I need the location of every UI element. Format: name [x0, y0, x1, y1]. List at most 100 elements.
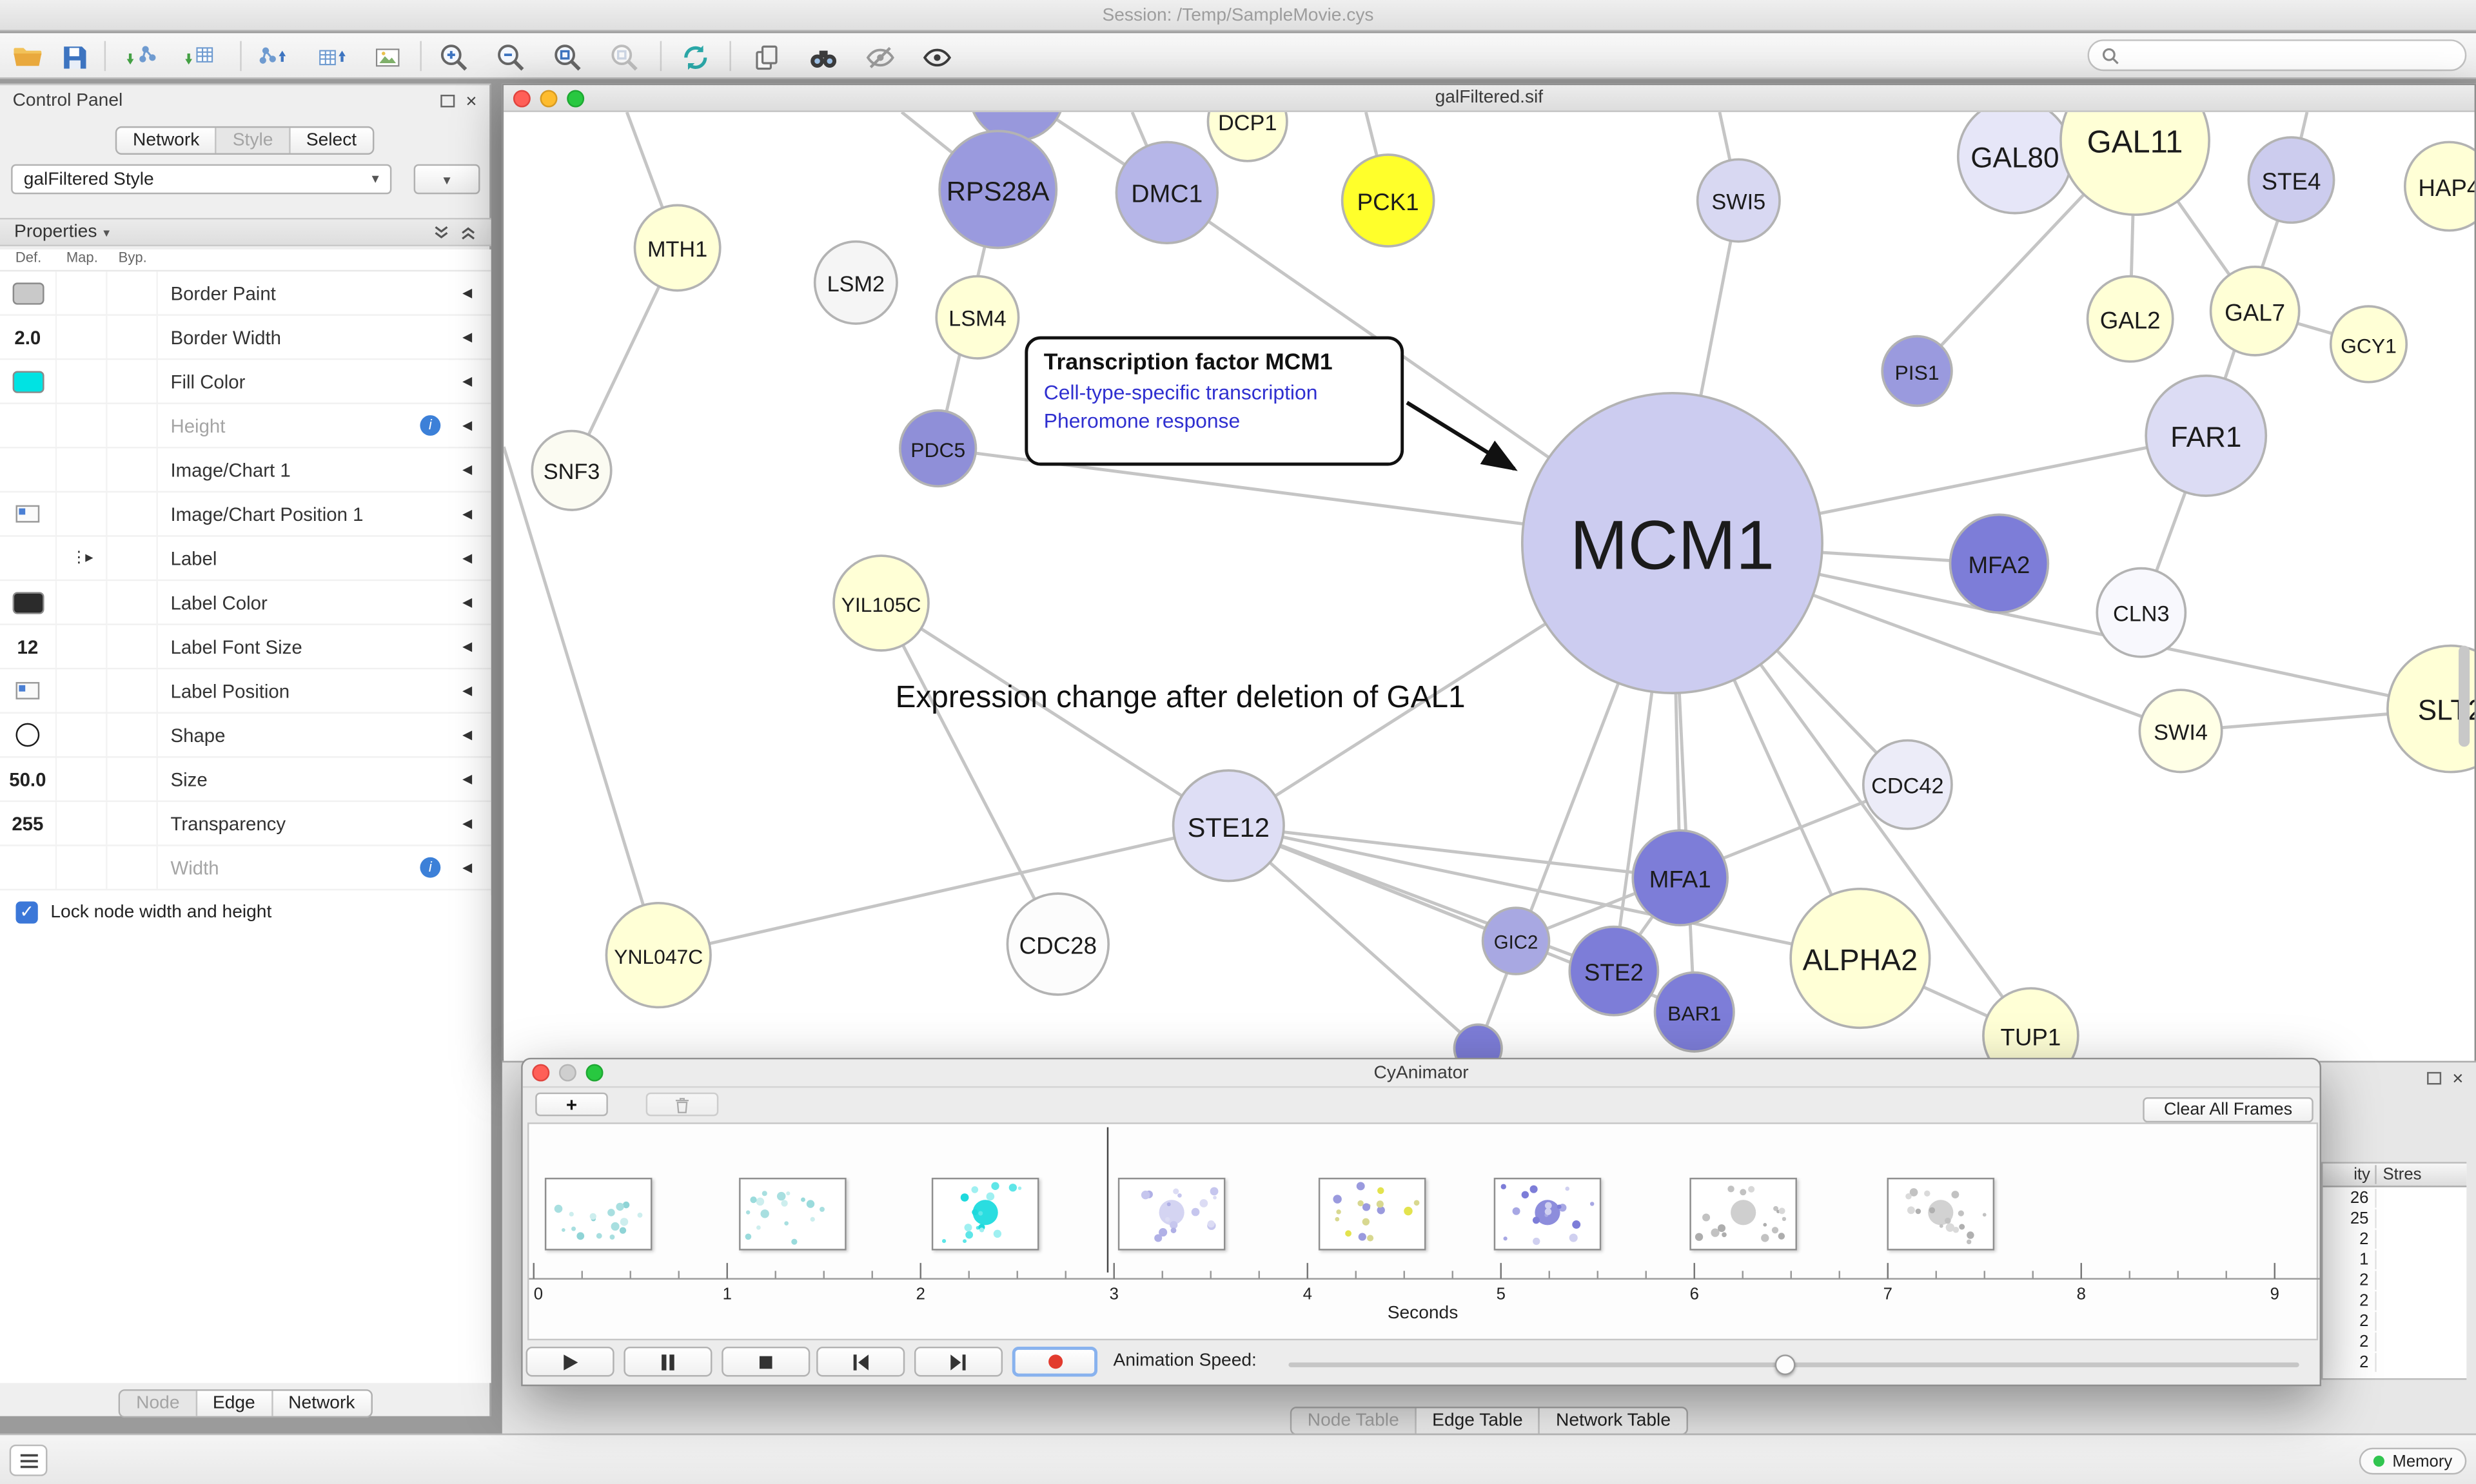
panel-tab-edge[interactable]: Edge	[197, 1391, 273, 1416]
style-dropdown[interactable]: galFiltered Style ▾	[11, 164, 392, 195]
network-node-LSM4[interactable]: LSM4	[935, 275, 1020, 360]
lock-checkbox[interactable]: ✓	[15, 901, 38, 924]
table-tab-network-table[interactable]: Network Table	[1556, 1411, 1671, 1430]
search-input[interactable]	[2127, 46, 2453, 65]
zoom-window-icon[interactable]	[567, 89, 585, 107]
zoom-selected-button[interactable]	[604, 36, 645, 77]
property-row-border-paint[interactable]: Border Paint◀	[0, 271, 491, 316]
export-image-button[interactable]	[366, 36, 408, 77]
expand-row-icon[interactable]: ◀	[462, 772, 473, 786]
zoom-window-icon[interactable]	[585, 1064, 604, 1082]
network-node-GAL11[interactable]: GAL11	[2059, 112, 2210, 216]
property-row-label-position[interactable]: Label Position◀	[0, 669, 491, 714]
next-frame-button[interactable]	[914, 1346, 1003, 1377]
network-node-GIC2[interactable]: GIC2	[1481, 906, 1551, 975]
color-swatch[interactable]	[12, 282, 44, 304]
network-node-MCM1[interactable]: MCM1	[1520, 391, 1823, 694]
table-row[interactable]: 2	[2323, 1351, 2466, 1372]
stop-button[interactable]	[722, 1346, 811, 1377]
expand-row-icon[interactable]: ◀	[462, 286, 473, 300]
expand-row-icon[interactable]: ◀	[462, 462, 473, 477]
info-icon[interactable]: i	[420, 857, 441, 878]
network-node-GAL80[interactable]: GAL80	[1956, 112, 2073, 215]
table-row[interactable]: 26	[2323, 1187, 2466, 1208]
slider-knob[interactable]	[1774, 1354, 1795, 1376]
network-node-SNF3[interactable]: SNF3	[531, 429, 613, 511]
float-table-panel-icon[interactable]	[2427, 1071, 2442, 1085]
network-edge[interactable]	[1228, 824, 1680, 880]
export-table-button[interactable]	[311, 36, 352, 77]
property-row-image-chart-position-1[interactable]: Image/Chart Position 1◀	[0, 493, 491, 537]
import-network-button[interactable]	[120, 36, 161, 77]
network-node-GAL2[interactable]: GAL2	[2086, 275, 2174, 363]
network-node-MTH1[interactable]: MTH1	[633, 204, 722, 292]
position-icon[interactable]	[15, 681, 40, 699]
close-panel-icon[interactable]: ×	[466, 90, 477, 112]
table-row[interactable]: 2	[2323, 1228, 2466, 1249]
minimize-window-icon[interactable]	[558, 1064, 576, 1082]
property-row-fill-color[interactable]: Fill Color◀	[0, 360, 491, 404]
close-window-icon[interactable]	[513, 89, 531, 107]
table-row[interactable]: 1	[2323, 1249, 2466, 1269]
zoom-out-button[interactable]	[489, 36, 531, 77]
network-node-LSM2[interactable]: LSM2	[813, 240, 898, 325]
network-node-GAL7[interactable]: GAL7	[2209, 266, 2301, 356]
network-node-SWI5[interactable]: SWI5	[1696, 158, 1781, 243]
network-node-RPS28A[interactable]: RPS28A	[938, 130, 1058, 249]
expand-row-icon[interactable]: ◀	[462, 727, 473, 743]
ellipse-shape-icon[interactable]	[15, 723, 40, 747]
clear-all-frames-button[interactable]: Clear All Frames	[2143, 1097, 2314, 1123]
network-edge[interactable]	[504, 446, 660, 956]
position-icon[interactable]	[15, 505, 40, 523]
network-node-TUP1[interactable]: TUP1	[1982, 987, 2079, 1061]
expand-row-icon[interactable]: ◀	[462, 329, 473, 344]
hide-selected-button[interactable]	[859, 36, 900, 77]
network-node-PIS1[interactable]: PIS1	[1881, 335, 1953, 407]
network-edge[interactable]	[879, 602, 1059, 945]
import-table-button[interactable]	[179, 36, 220, 77]
expand-all-icon[interactable]	[460, 224, 477, 241]
zoom-fit-button[interactable]	[546, 36, 587, 77]
close-table-panel-icon[interactable]: ×	[2452, 1067, 2464, 1089]
add-frame-button[interactable]: +	[535, 1092, 608, 1117]
pause-button[interactable]	[624, 1346, 712, 1377]
apply-layout-button[interactable]	[674, 36, 716, 77]
annotation-box[interactable]: Transcription factor MCM1 Cell-type-spec…	[1025, 336, 1404, 466]
vertical-scrollbar[interactable]	[2459, 645, 2470, 747]
network-node-DMC1[interactable]: DMC1	[1115, 141, 1219, 244]
show-all-button[interactable]	[916, 36, 957, 77]
network-edge[interactable]	[1228, 824, 1861, 960]
network-node-CDC28[interactable]: CDC28	[1006, 892, 1110, 996]
network-node-YNL047C[interactable]: YNL047C	[605, 901, 712, 1009]
info-icon[interactable]: i	[420, 415, 441, 436]
previous-frame-button[interactable]	[816, 1346, 905, 1377]
network-node-PDC5[interactable]: PDC5	[899, 409, 978, 488]
property-row-label-color[interactable]: Label Color◀	[0, 581, 491, 625]
tab-network[interactable]: Network	[117, 128, 217, 153]
collapse-all-icon[interactable]	[433, 224, 450, 241]
frame-thumbnail-4[interactable]	[1117, 1177, 1226, 1251]
panel-tab-network[interactable]: Network	[288, 1394, 355, 1413]
expand-row-icon[interactable]: ◀	[462, 507, 473, 522]
network-node-FAR1[interactable]: FAR1	[2145, 375, 2268, 497]
tab-select[interactable]: Select	[306, 131, 357, 150]
network-node-GCY1[interactable]: GCY1	[2329, 305, 2408, 384]
network-node-STE2[interactable]: STE2	[1568, 925, 1660, 1017]
property-row-label[interactable]: ⋮▸Label◀	[0, 536, 491, 581]
network-node-CDC42[interactable]: CDC42	[1862, 739, 1953, 830]
cyanimator-titlebar[interactable]: CyAnimator	[522, 1059, 2320, 1088]
color-swatch[interactable]	[12, 370, 44, 393]
frame-thumbnail-1[interactable]	[544, 1177, 653, 1251]
panel-toggle-button[interactable]	[9, 1444, 48, 1476]
table-row[interactable]: 2	[2323, 1290, 2466, 1311]
network-node-SWI4[interactable]: SWI4	[2138, 688, 2223, 774]
expand-row-icon[interactable]: ◀	[462, 595, 473, 610]
